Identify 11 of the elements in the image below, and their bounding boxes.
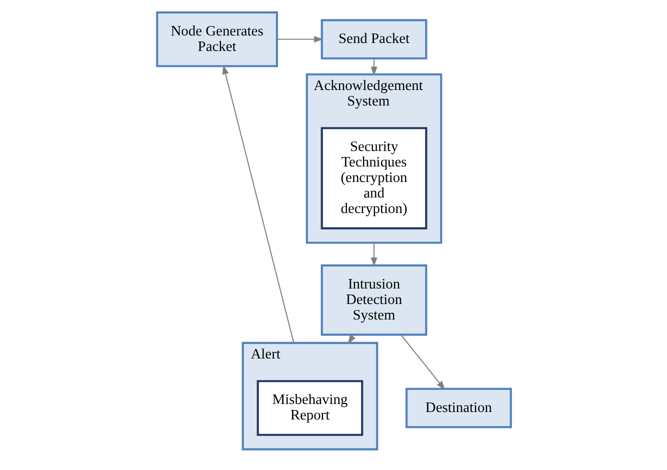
arrow <box>347 334 356 344</box>
arrow <box>370 58 377 76</box>
arrow <box>276 36 323 43</box>
node-box: Destination <box>405 388 512 428</box>
node-box: Misbehaving Report <box>256 380 363 436</box>
node-box: Send Packet <box>320 19 427 60</box>
node-box: Node Generates Packet <box>156 11 278 68</box>
node-box: Security Techniques (encryption and decryption) <box>320 127 427 230</box>
arrow <box>370 242 377 267</box>
arrow <box>222 64 294 344</box>
arrow <box>400 334 445 390</box>
